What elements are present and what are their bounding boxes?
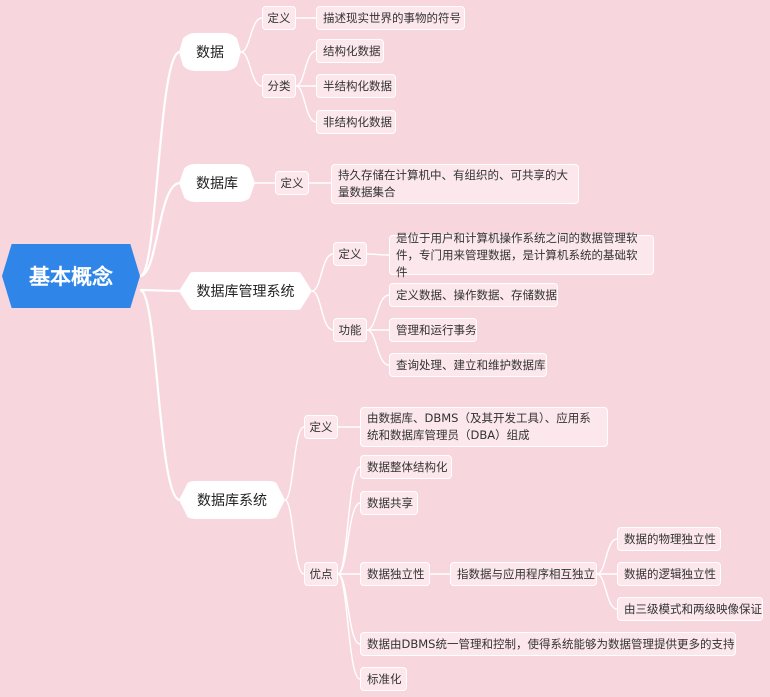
branch-data[interactable]: 数据: [179, 33, 241, 71]
connector-line: [295, 85, 317, 123]
connector-line: [596, 573, 618, 610]
data-class-item[interactable]: 结构化数据: [316, 39, 384, 63]
data-independence-item[interactable]: 数据的逻辑独立性: [617, 562, 721, 586]
connector-line: [139, 50, 181, 278]
connector-line: [337, 573, 361, 680]
data-definition-label[interactable]: 定义: [262, 6, 296, 30]
connector-line: [240, 51, 263, 87]
connector-line: [139, 288, 181, 293]
branch-dbs[interactable]: 数据库系统: [179, 481, 285, 519]
connector-line: [311, 253, 334, 292]
data-class-item[interactable]: 非结构化数据: [316, 110, 396, 134]
dbs-advantage-item[interactable]: 数据由DBMS统一管理和控制，使得系统能够为数据管理提供更多的支持: [360, 632, 736, 656]
connector-line: [337, 466, 361, 575]
dbs-advantage-label[interactable]: 优点: [304, 562, 338, 586]
data-classification-label[interactable]: 分类: [262, 74, 296, 98]
connector-line: [284, 499, 305, 575]
connector-line: [139, 288, 181, 502]
database-definition-text[interactable]: 持久存储在计算机中、有组织的、可共享的大量数据集合: [331, 164, 579, 204]
dbs-advantage-item[interactable]: 数据整体结构化: [360, 455, 452, 479]
connector-line: [366, 329, 390, 366]
dbs-advantage-item[interactable]: 数据独立性: [360, 562, 430, 586]
dbms-function-item[interactable]: 管理和运行事务: [389, 318, 477, 342]
connector-line: [366, 294, 390, 331]
dbs-definition-label[interactable]: 定义: [304, 415, 338, 439]
connector-line: [366, 253, 390, 256]
data-class-item[interactable]: 半结构化数据: [316, 74, 396, 98]
dbms-function-item[interactable]: 定义数据、操作数据、存储数据: [389, 283, 558, 307]
data-definition-text[interactable]: 描述现实世界的事物的符号: [316, 6, 465, 30]
connector-line: [240, 17, 263, 53]
branch-dbms[interactable]: 数据库管理系统: [179, 272, 312, 310]
dbs-definition-text[interactable]: 由数据库、DBMS（及其开发工具）、应用系统和数据库管理员（DBA）组成: [360, 407, 608, 447]
data-independence-detail[interactable]: 指数据与应用程序相互独立: [450, 562, 597, 586]
dbms-function-item[interactable]: 查询处理、建立和维护数据库: [389, 353, 547, 377]
connector-line: [596, 538, 618, 575]
connector-line: [139, 181, 181, 278]
dbms-definition-label[interactable]: 定义: [333, 242, 367, 266]
branch-database[interactable]: 数据库: [179, 164, 255, 202]
connector-line: [311, 290, 334, 331]
connector-line: [284, 426, 305, 501]
dbms-function-label[interactable]: 功能: [333, 318, 367, 342]
connector-line: [295, 50, 317, 87]
dbms-definition-text[interactable]: 是位于用户和计算机操作系统之间的数据管理软件，专门用来管理数据，是计算机系统的基…: [389, 231, 654, 279]
data-independence-item[interactable]: 数据的物理独立性: [617, 527, 721, 551]
database-definition-label[interactable]: 定义: [275, 171, 309, 195]
dbs-advantage-item[interactable]: 标准化: [360, 667, 407, 691]
data-independence-item[interactable]: 由三级模式和两级映像保证: [617, 597, 763, 621]
root-node[interactable]: 基本概念: [2, 244, 140, 308]
dbs-advantage-item[interactable]: 数据共享: [360, 491, 418, 515]
connector-line: [337, 502, 361, 575]
